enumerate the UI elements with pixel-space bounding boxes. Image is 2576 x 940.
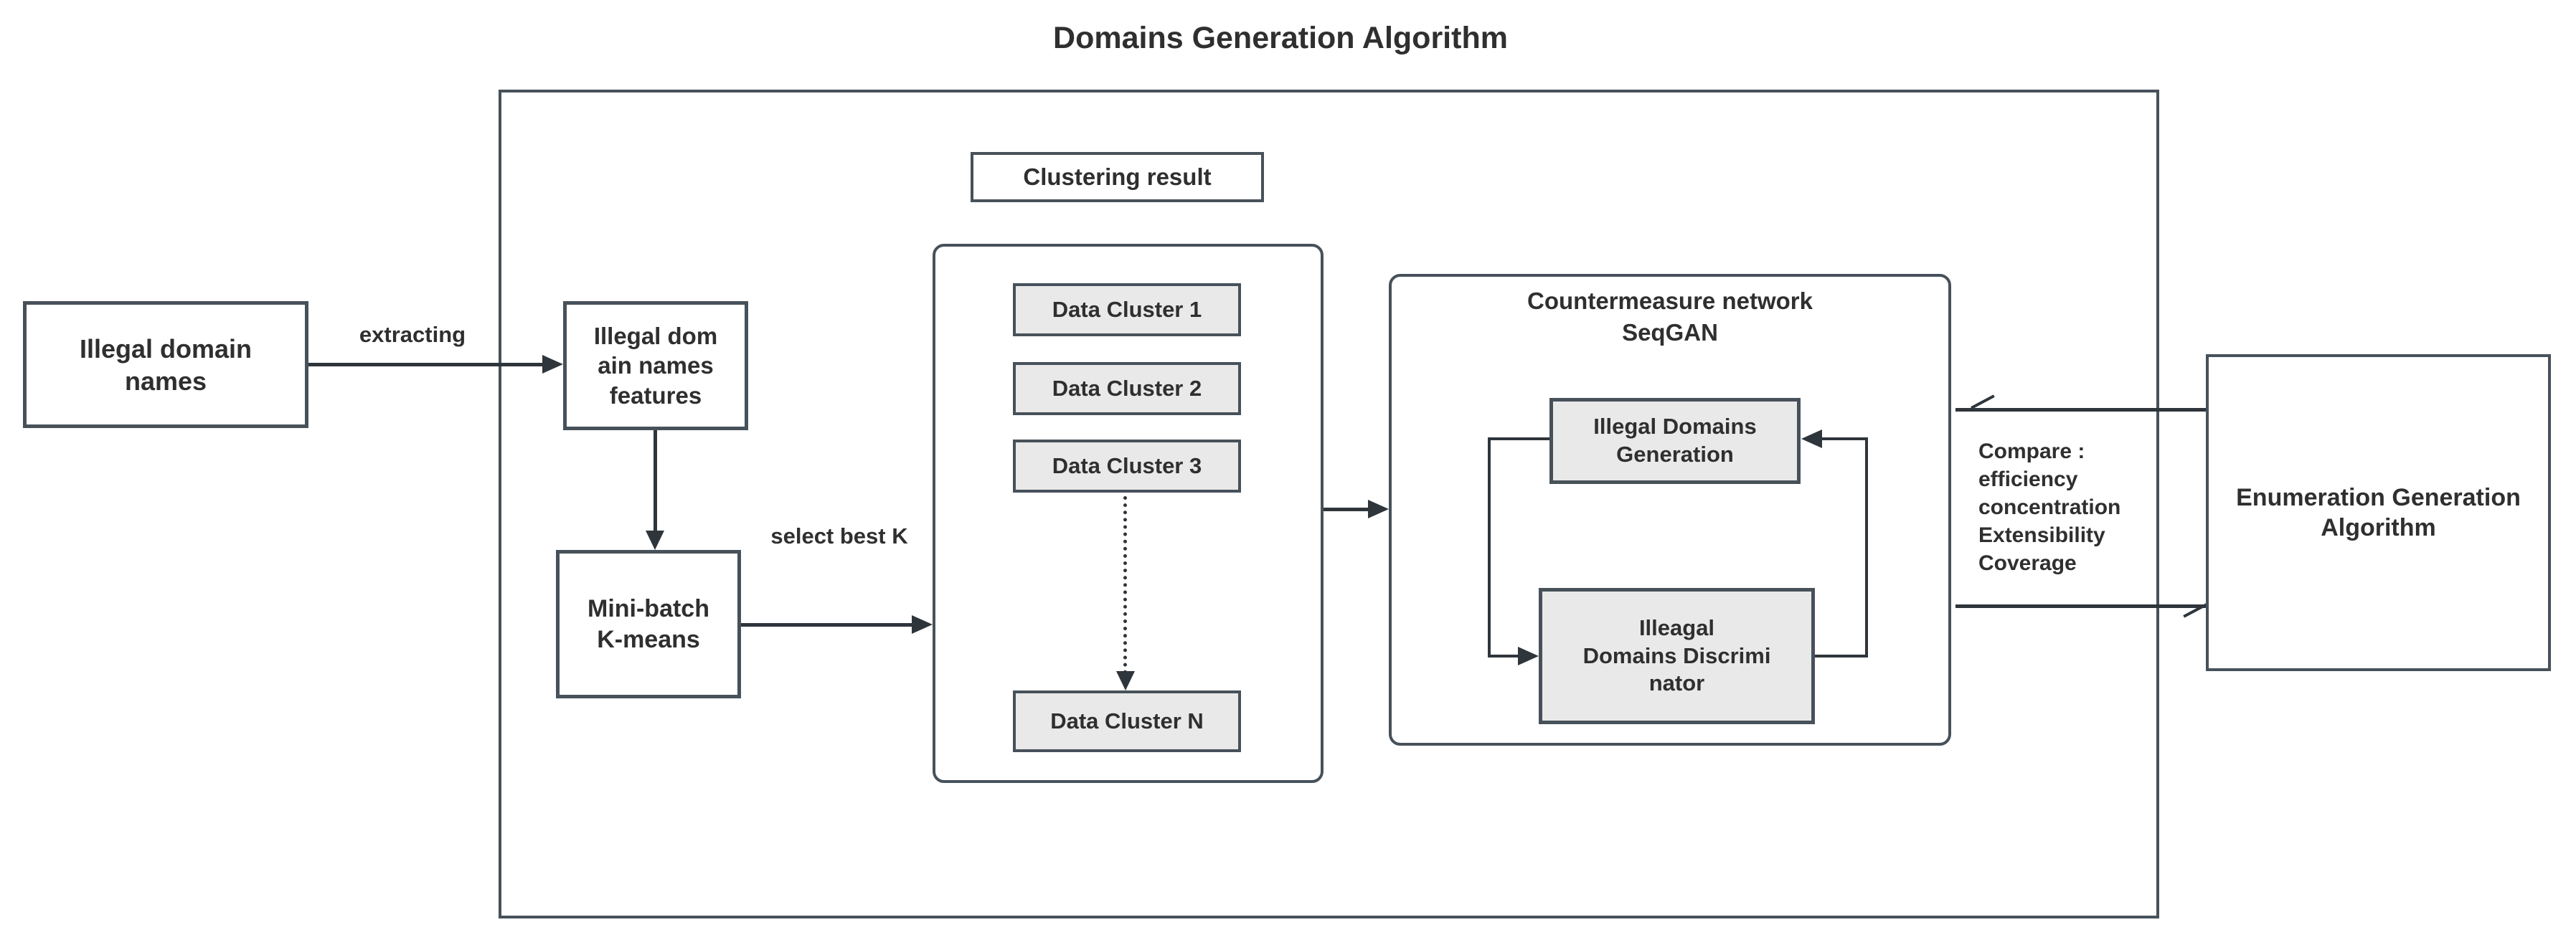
seqgan-title: Countermeasure network SeqGAN <box>1527 288 1813 346</box>
arrowhead-right-icon <box>542 355 563 374</box>
gan-loop-left-vertical-line <box>1488 437 1491 657</box>
node-mini-batch-kmeans: Mini-batch K-means <box>556 550 741 698</box>
node-illegal-domain-names: Illegal domain names <box>23 301 308 428</box>
node-data-cluster-2: Data Cluster 2 <box>1013 362 1241 415</box>
node-data-cluster-n: Data Cluster N <box>1013 690 1241 752</box>
edge-clusters-to-seqgan-line <box>1324 508 1368 511</box>
arrowhead-right-icon <box>1518 647 1539 665</box>
clustering-result-label-box: Clustering result <box>971 152 1264 202</box>
gan-loop-right-bottom-line <box>1815 655 1868 657</box>
edge-select-best-k-line <box>741 623 913 627</box>
gan-loop-left-bottom-line <box>1488 655 1521 657</box>
arrowhead-down-icon <box>646 531 664 550</box>
edge-enumeration-to-seqgan-line <box>1955 408 2208 412</box>
gan-loop-right-vertical-line <box>1865 437 1868 657</box>
dga-outer-boundary <box>499 90 2159 918</box>
gan-loop-right-top-line <box>1822 437 1868 440</box>
edge-select-best-k-label: select best K <box>770 523 908 549</box>
edge-seqgan-to-enumeration-line <box>1955 604 2208 608</box>
clustering-container <box>933 244 1324 783</box>
node-data-cluster-1: Data Cluster 1 <box>1013 283 1241 336</box>
arrowhead-right-icon <box>1368 500 1389 518</box>
arrowhead-left-icon <box>1801 429 1822 448</box>
arrowhead-down-icon <box>1116 671 1135 690</box>
gan-loop-left-top-line <box>1488 437 1549 440</box>
node-illegal-domains-generation: Illegal Domains Generation <box>1549 398 1801 484</box>
node-data-cluster-3: Data Cluster 3 <box>1013 440 1241 493</box>
edge-extracting-line <box>308 363 545 366</box>
node-illegal-domains-discriminator: Illeagal Domains Discrimi nator <box>1539 588 1815 724</box>
node-enumeration-algorithm: Enumeration Generation Algorithm <box>2206 354 2551 671</box>
node-illegal-domain-features: Illegal dom ain names features <box>563 301 748 430</box>
seqgan-container <box>1389 274 1951 746</box>
edge-compare-label: Compare : efficiency concentration Exten… <box>1978 440 2121 575</box>
edge-extracting-label: extracting <box>359 322 466 347</box>
arrowhead-right-icon <box>912 615 933 634</box>
diagram-title: Domains Generation Algorithm <box>1053 21 1508 55</box>
edge-features-to-kmeans-line <box>654 430 657 532</box>
edge-clusters-ellipsis-dotted-line <box>1123 496 1127 674</box>
